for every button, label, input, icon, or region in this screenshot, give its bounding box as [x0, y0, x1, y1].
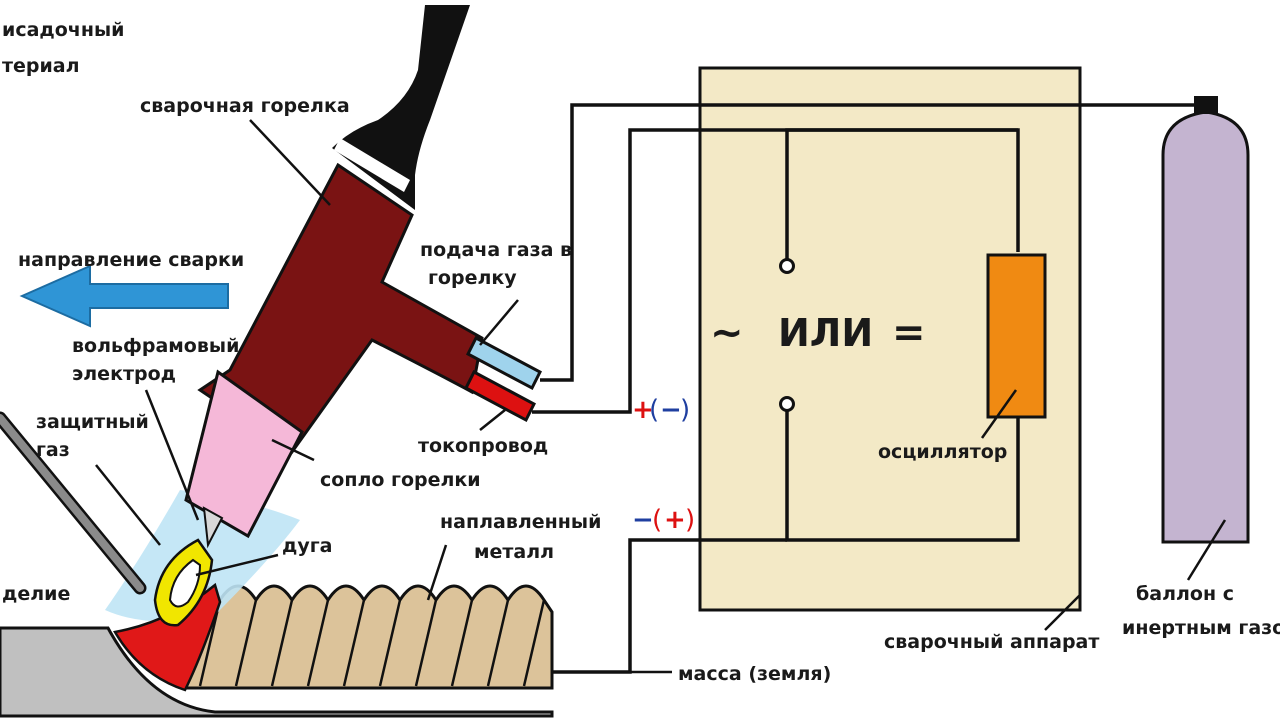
- welding-direction-arrow: [19, 264, 229, 328]
- welding-torch: [184, 5, 542, 549]
- svg-text:+: +: [664, 505, 686, 535]
- svg-text:): ): [680, 395, 690, 425]
- deposited-metal-label-1: наплавленный: [440, 511, 601, 533]
- gas-supply-label-1: подача газа в: [420, 239, 572, 261]
- tungsten-electrode-label-2: электрод: [72, 363, 176, 385]
- dc-symbol: =: [892, 310, 926, 356]
- polarity-lower: − ( + ): [632, 505, 695, 535]
- welding-direction-label: направление сварки: [18, 249, 244, 271]
- ground-label: масса (земля): [678, 663, 831, 685]
- welding-torch-label: сварочная горелка: [140, 95, 350, 117]
- workpiece-label: делие: [2, 583, 70, 605]
- gas-cylinder: [1161, 96, 1250, 544]
- svg-text:−: −: [632, 505, 654, 535]
- filler-material-label-1: исадочный: [2, 19, 124, 41]
- or-label: ИЛИ: [778, 311, 873, 355]
- arc-label: дуга: [282, 535, 332, 557]
- shielding-gas-label-2: газ: [36, 439, 70, 461]
- weld-bead: [183, 584, 554, 690]
- torch-collar: [334, 138, 410, 192]
- torch-nozzle: [184, 369, 304, 539]
- leader-lines: [95, 119, 1227, 674]
- torch-nozzle-label: сопло горелки: [320, 469, 481, 491]
- cylinder-label-1: баллон с: [1136, 583, 1234, 605]
- cylinder-label-2: инертным газо: [1122, 617, 1280, 639]
- svg-text:(: (: [649, 395, 659, 425]
- oscillator-block: [986, 253, 1047, 419]
- gas-line-wire: [540, 103, 1194, 382]
- gas-supply-label-2: горелку: [428, 267, 517, 289]
- terminal-top: [779, 258, 795, 274]
- welding-machine-label: сварочный аппарат: [884, 631, 1099, 653]
- tungsten-tip: [202, 506, 224, 549]
- torch-body: [197, 162, 484, 455]
- svg-text:+: +: [632, 395, 654, 425]
- deposited-metal-label-2: металл: [474, 541, 554, 563]
- svg-text:−: −: [660, 395, 682, 425]
- shielding-gas-label-1: защитный: [36, 411, 149, 433]
- terminal-bottom: [779, 396, 795, 412]
- svg-text:(: (: [652, 505, 662, 535]
- current-lead-wire: [532, 128, 1018, 414]
- current-lead-fitting: [464, 369, 536, 423]
- filler-material-label-2: териал: [2, 55, 80, 77]
- oscillator-label: осциллятор: [878, 441, 1007, 463]
- tungsten-electrode-label-1: вольфрамовый: [72, 335, 239, 357]
- gas-hose-fitting: [466, 335, 542, 391]
- ac-symbol: ~: [710, 310, 744, 356]
- current-lead-label: токопровод: [418, 435, 548, 457]
- polarity-upper: + ( − ): [632, 395, 690, 425]
- workpiece: [0, 626, 554, 718]
- svg-text:): ): [685, 505, 695, 535]
